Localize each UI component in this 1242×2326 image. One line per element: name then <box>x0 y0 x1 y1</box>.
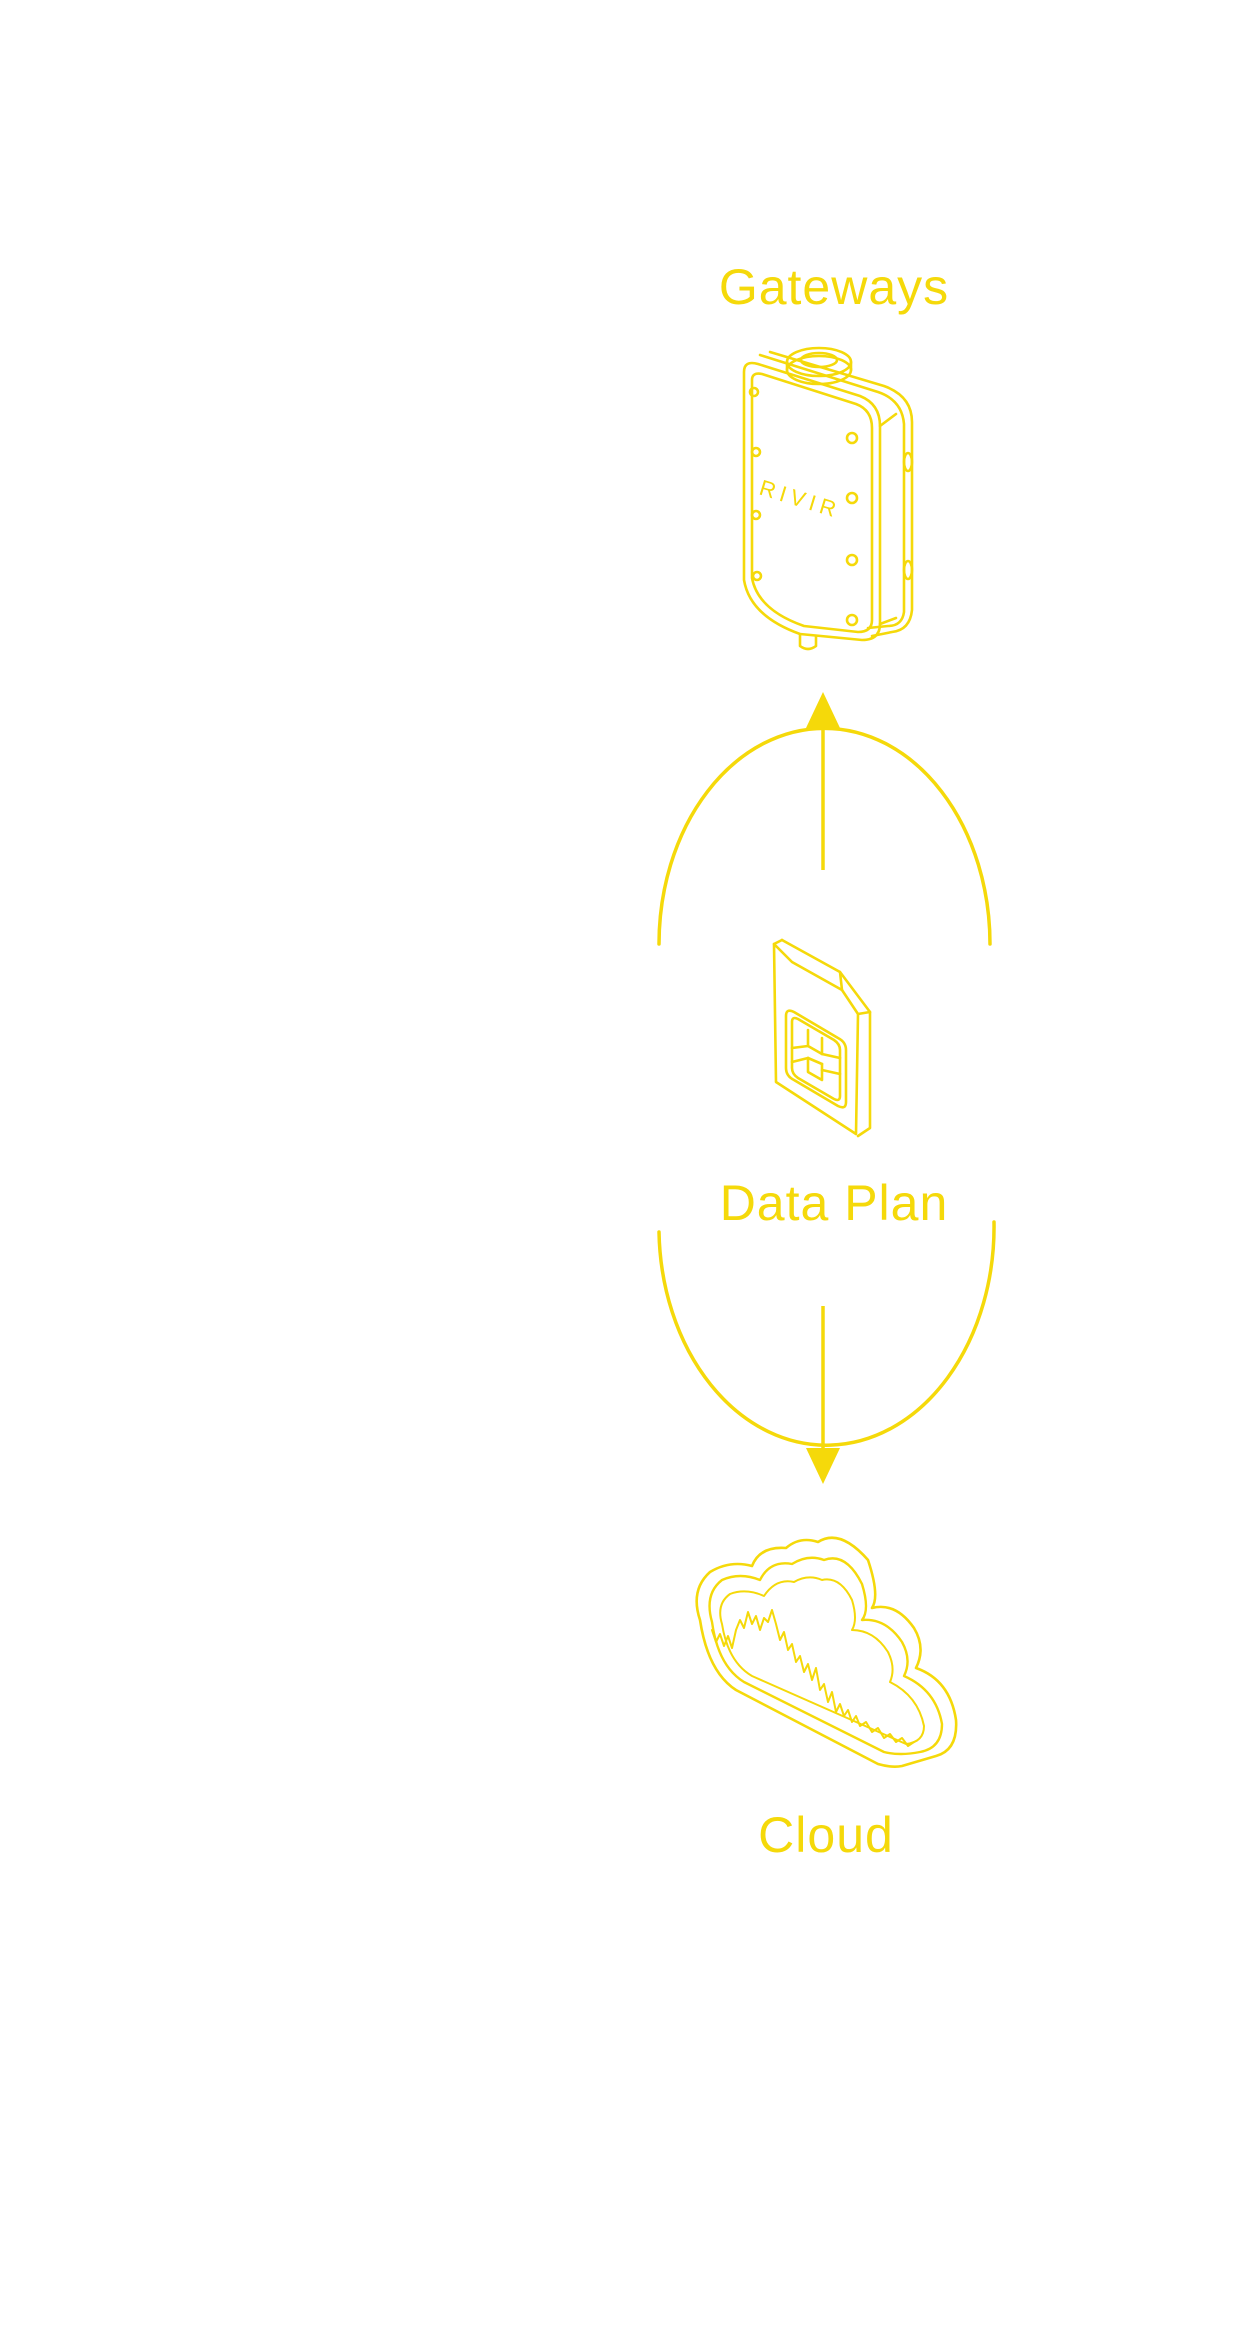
arrow-to-gateways <box>806 692 840 870</box>
sim-card-icon <box>772 938 872 1138</box>
cloud-chart-icon <box>695 1536 958 1768</box>
gateways-label: Gateways <box>718 259 950 315</box>
gateway-device-icon: RIVIR <box>742 346 914 651</box>
cloud-label: Cloud <box>758 1807 894 1863</box>
data-plan-circle <box>657 726 996 1448</box>
device-brand-text: RIVIR <box>757 475 844 523</box>
arrow-to-cloud <box>806 1306 840 1484</box>
data-plan-label: Data Plan <box>719 1175 949 1231</box>
